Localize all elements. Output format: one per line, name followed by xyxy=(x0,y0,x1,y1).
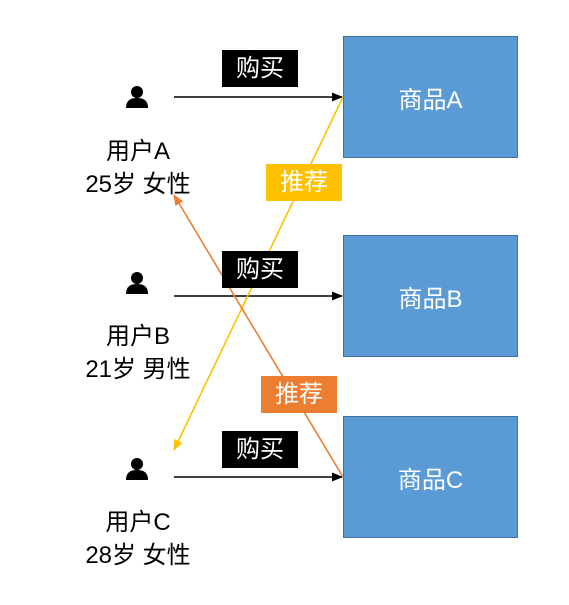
product-b-label: 商品B xyxy=(398,285,463,313)
buy-tag-user-c: 购买 xyxy=(222,431,298,468)
user-c-info: 28岁 女性 xyxy=(85,542,191,569)
user-c-name: 用户C xyxy=(105,509,171,536)
user-b-icon xyxy=(126,272,148,294)
user-a-icon xyxy=(126,86,148,108)
user-b-name: 用户B xyxy=(105,323,170,350)
product-c-box: 商品C xyxy=(343,416,518,538)
product-b-box: 商品B xyxy=(343,235,518,357)
product-a-label: 商品A xyxy=(398,86,463,114)
product-c-label: 商品C xyxy=(397,466,464,494)
product-a-box: 商品A xyxy=(343,36,518,158)
recommend-arrow-product-c-to-user-a xyxy=(173,194,344,478)
user-c-icon xyxy=(126,458,148,480)
recommend-tag-orange: 推荐 xyxy=(261,376,337,413)
user-a-info: 25岁 女性 xyxy=(85,171,191,198)
user-b-label: 用户B 21岁 男性 xyxy=(63,320,213,386)
user-a-name: 用户A xyxy=(105,138,170,165)
user-b-info: 21岁 男性 xyxy=(85,356,191,383)
user-a-label: 用户A 25岁 女性 xyxy=(63,135,213,201)
buy-tag-user-a: 购买 xyxy=(222,50,298,87)
user-c-label: 用户C 28岁 女性 xyxy=(63,506,213,572)
buy-tag-user-b: 购买 xyxy=(222,251,298,288)
recommend-tag-yellow: 推荐 xyxy=(266,164,342,201)
